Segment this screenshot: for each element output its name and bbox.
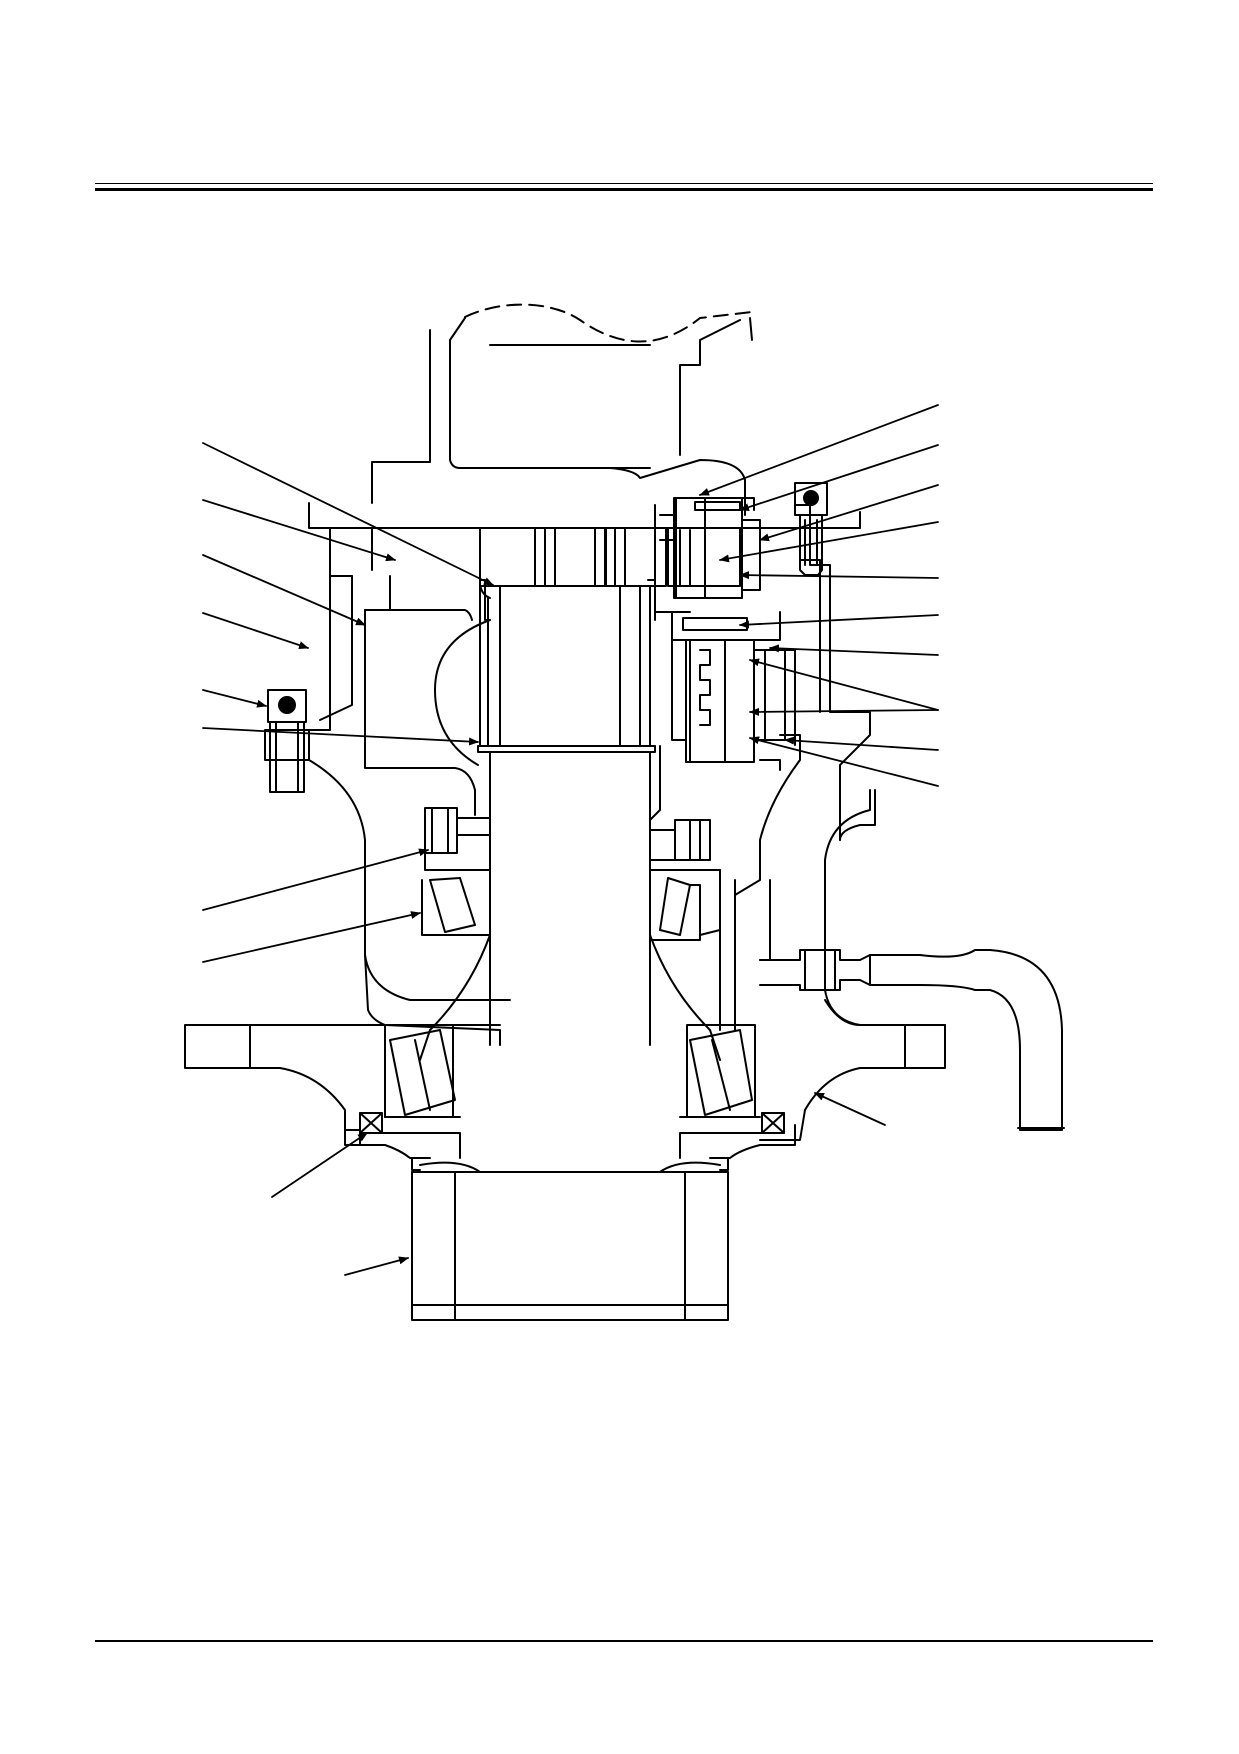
leader-9: [271, 1132, 368, 1198]
leader-16: [739, 614, 939, 629]
output-pinion: [411, 1157, 729, 1321]
leader-21: [749, 736, 939, 787]
upper-bearing-right: [649, 819, 721, 941]
leader-19: [749, 707, 939, 716]
top-flange-plate: [308, 502, 861, 577]
leader-2: [202, 499, 396, 562]
hex-bolt-left: [267, 689, 307, 793]
leader-14: [719, 521, 939, 563]
motor-housing: [371, 303, 753, 516]
leader-17: [769, 644, 939, 656]
lower-bearing-right: [679, 1024, 761, 1118]
lower-housing-bottom: [344, 1124, 796, 1159]
leader-18: [749, 658, 939, 711]
leader-8: [202, 911, 421, 963]
leader-7: [202, 848, 429, 911]
lower-bearing-left: [384, 1024, 461, 1118]
planet-gear-upper: [654, 497, 761, 613]
lubrication-pipe: [759, 949, 1065, 1131]
upper-bearing-left: [421, 807, 491, 936]
planet-gear-lower: [671, 611, 796, 771]
leader-1: [202, 442, 494, 586]
oil-seal-left: [359, 1112, 383, 1134]
oil-seal-right: [761, 1112, 785, 1134]
footer-rule: [95, 1640, 1153, 1642]
leader-lines: [202, 404, 939, 1276]
header-rule-thick: [95, 188, 1153, 191]
leader-11: [699, 404, 939, 496]
housing-outer-shell: [184, 575, 511, 1146]
central-sun-gear: [477, 579, 656, 753]
pinion-shaft: [419, 751, 721, 1061]
leader-5: [202, 689, 267, 708]
leader-6: [202, 727, 479, 746]
gear-cavity: [364, 527, 491, 816]
upper-gear-row: [534, 527, 741, 587]
housing-right-shell: [649, 504, 946, 1141]
leader-13: [759, 484, 939, 542]
hex-bolt-right: [794, 482, 828, 576]
leader-12: [739, 444, 939, 511]
leader-3: [202, 554, 366, 626]
header-rule-thin: [95, 183, 1153, 184]
leader-20: [784, 736, 939, 751]
leader-22: [814, 1092, 886, 1126]
leader-10: [344, 1256, 409, 1276]
leader-15: [739, 571, 939, 580]
leader-4: [202, 612, 309, 649]
